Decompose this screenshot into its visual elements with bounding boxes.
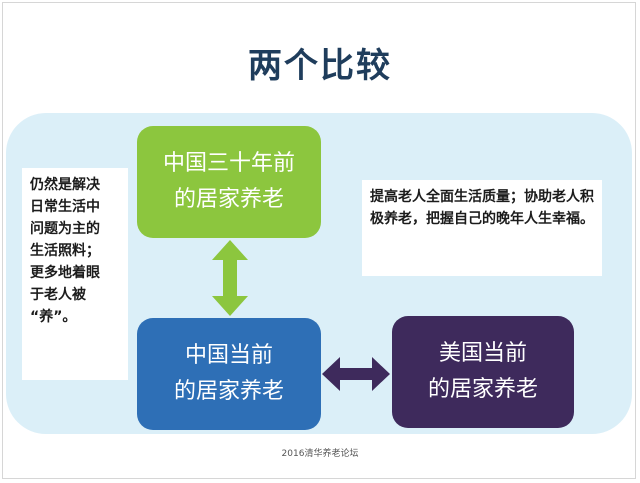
double-arrow-horizontal-icon [322,357,390,391]
box-china-30-years-ago: 中国三十年前 的居家养老 [137,126,321,238]
footer-text: 2016清华养老论坛 [281,449,359,459]
slide-title: 两个比较 [248,46,392,86]
left-note: 仍然是解决 日常生活中 问题为主的 生活照料； 更多地着眼 于老人被 “养”。 [22,168,128,380]
right-note: 提高老人全面生活质量；协助老人积极养老，把握自己的晚年人生幸福。 [362,180,602,276]
box-china-current: 中国当前 的居家养老 [137,318,321,430]
double-arrow-vertical-icon [212,240,248,316]
box-us-current: 美国当前 的居家养老 [392,316,574,428]
horizontal-arrow-shape [322,357,390,391]
vertical-arrow-shape [212,240,248,316]
